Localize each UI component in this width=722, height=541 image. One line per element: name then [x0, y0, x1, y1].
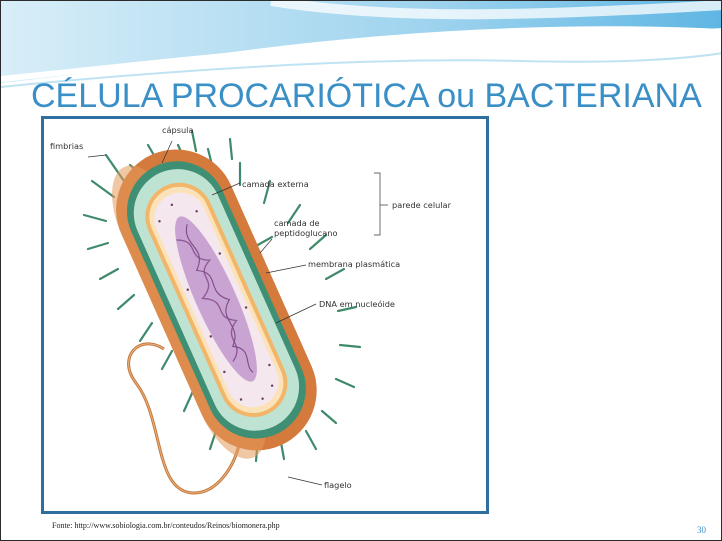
label-capsula: cápsula [162, 125, 193, 135]
page-number: 30 [697, 525, 706, 535]
label-dna-nucleoide: DNA em nucleóide [319, 299, 395, 309]
slide-title: CÉLULA PROCARIÓTICA ou BACTERIANA [31, 77, 702, 116]
bacteria-diagram: fimbrias cápsula camada externa parede c… [44, 119, 486, 511]
label-camada-externa: camada externa [242, 179, 309, 189]
bacteria-diagram-frame: fimbrias cápsula camada externa parede c… [41, 116, 489, 514]
label-parede-celular: parede celular [392, 200, 452, 210]
label-camada-de: camada de [274, 218, 320, 228]
label-fimbrias: fimbrias [50, 141, 83, 151]
label-membrana-plasmatica: membrana plasmática [308, 259, 400, 269]
source-citation: Fonte: http://www.sobiologia.com.br/cont… [52, 521, 280, 530]
label-peptidoglucano: peptidoglucano [274, 228, 338, 238]
label-flagelo: flagelo [324, 480, 352, 490]
